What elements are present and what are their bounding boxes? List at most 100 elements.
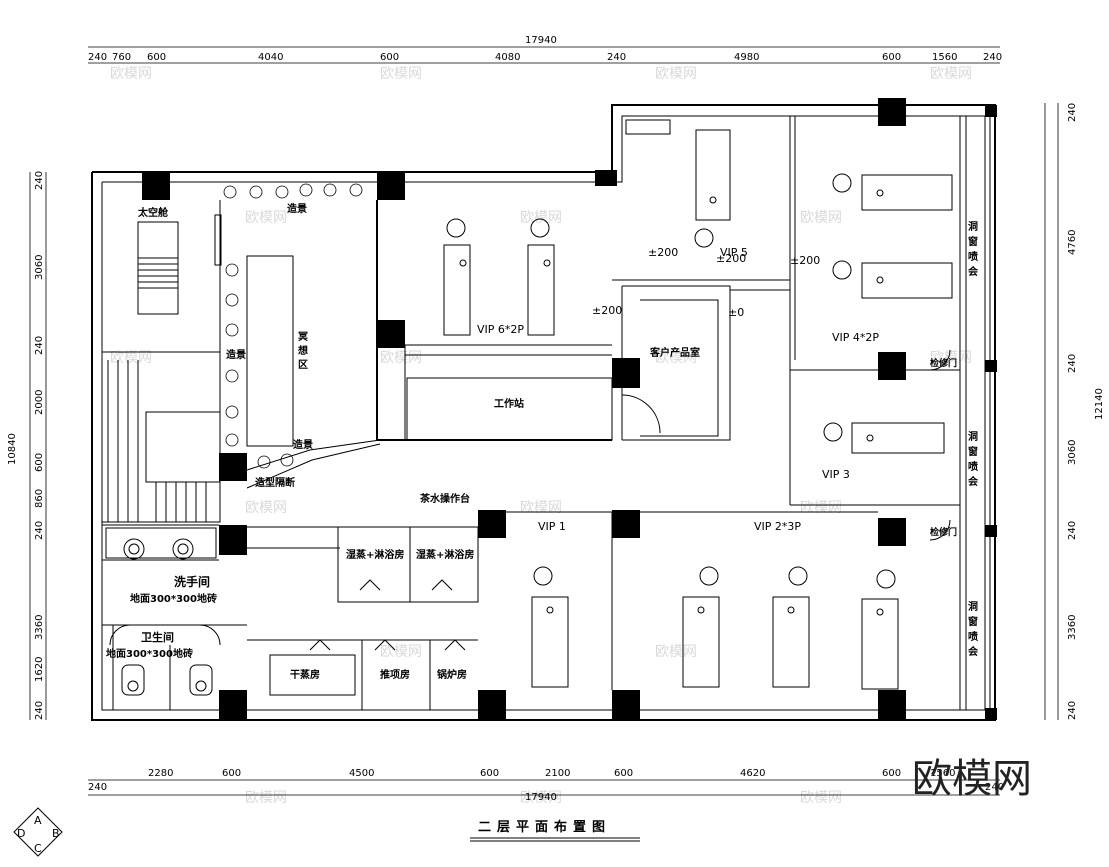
label-landscape: 造景 <box>293 438 313 451</box>
column <box>478 510 506 538</box>
label-vip2: VIP 2*3P <box>754 520 801 533</box>
dim-top: 4980 <box>734 52 759 63</box>
dim-bottom: 600 <box>614 768 633 779</box>
label-vip4: VIP 4*2P <box>832 331 879 344</box>
label-washroom-floor: 地面300*300地砖 <box>130 592 217 605</box>
label-washroom: 洗手间 <box>174 574 210 589</box>
watermark-text: 欧模网 <box>800 790 842 806</box>
watermark-text: 欧模网 <box>930 66 972 82</box>
dim-bottom: 240 <box>985 782 1004 793</box>
massage-bed <box>443 244 471 336</box>
column <box>595 170 617 186</box>
watermark-text: 欧模网 <box>800 210 842 226</box>
watermark-text: 欧模网 <box>930 350 972 366</box>
massage-bed <box>531 596 569 688</box>
label-window-spray: 洞窗喷会 <box>968 600 978 658</box>
compass-label-bottom: C <box>34 842 42 855</box>
dim-left: 240 <box>34 701 45 720</box>
dim-top: 760 <box>112 52 131 63</box>
watermark-text: 欧模网 <box>245 210 287 226</box>
column <box>878 352 906 380</box>
bottom-dimensions: 240 2280 600 4500 600 2100 600 4620 600 … <box>88 768 1004 803</box>
right-dimensions: 12140 240 4760 240 3060 240 3360 240 <box>1044 103 1105 720</box>
compass-icon: A D B C <box>13 807 63 857</box>
label-access-door: 检修门 <box>930 526 957 538</box>
watermark-text: 欧模网 <box>110 66 152 82</box>
watermark-text: 欧模网 <box>380 66 422 82</box>
label-tea-bar: 茶水操作台 <box>419 492 470 505</box>
label-partition: 造型隔断 <box>255 476 295 489</box>
dim-top: 240 <box>983 52 1002 63</box>
column <box>985 708 997 720</box>
dim-left: 240 <box>34 171 45 190</box>
label-sauna: 湿蒸+淋浴房 <box>416 548 474 561</box>
massage-bed <box>861 598 899 690</box>
dim-bottom: 4500 <box>349 768 374 779</box>
column <box>878 690 906 720</box>
drawing-title: 二层平面布置图 <box>470 819 640 842</box>
label-workstation: 工作站 <box>494 397 524 410</box>
level-mark: ±200 <box>592 304 622 317</box>
dim-left: 240 <box>34 336 45 355</box>
watermark-text: 欧模网 <box>655 66 697 82</box>
room-labels: 太空舱 造景 造景 造景 造型隔断 冥想区 VIP 6*2P VIP 5 VIP… <box>106 202 957 681</box>
dim-top: 240 <box>88 52 107 63</box>
label-vip5: VIP 5 <box>720 246 748 259</box>
structural-columns <box>142 98 997 720</box>
label-lounge-chair: 太空舱 <box>137 206 169 219</box>
dim-bottom: 1560 <box>930 768 955 779</box>
label-vip6: VIP 6*2P <box>477 323 524 336</box>
furniture <box>121 129 953 696</box>
dim-bottom: 600 <box>222 768 241 779</box>
dim-right: 240 <box>1067 521 1078 540</box>
dim-bottom: 600 <box>882 768 901 779</box>
dim-bottom: 2100 <box>545 768 570 779</box>
column <box>985 360 997 372</box>
dim-right: 3060 <box>1067 440 1078 465</box>
watermark-text: 欧模网 <box>245 790 287 806</box>
level-mark: ±0 <box>728 306 744 319</box>
dim-left: 240 <box>34 521 45 540</box>
massage-bed <box>682 596 720 688</box>
dim-top: 1560 <box>932 52 957 63</box>
drawing-title-text: 二层平面布置图 <box>478 819 611 835</box>
watermark-text: 欧模网 <box>520 790 562 806</box>
column <box>612 690 640 720</box>
column <box>219 525 247 555</box>
sink <box>172 538 194 560</box>
label-meditation: 冥想区 <box>297 331 308 371</box>
label-landscape: 造景 <box>287 202 307 215</box>
level-marks: ±200 ±200 ±200 ±200 ±0 <box>592 246 820 319</box>
massage-bed <box>861 174 953 211</box>
watermark-text: 欧模网 <box>655 644 697 660</box>
label-landscape: 造景 <box>226 348 246 361</box>
dim-top: 4080 <box>495 52 520 63</box>
massage-bed <box>861 262 953 299</box>
interior-walls <box>101 116 967 710</box>
dim-bottom: 4620 <box>740 768 765 779</box>
column <box>612 358 640 388</box>
level-mark: ±200 <box>790 254 820 267</box>
dim-left: 1620 <box>34 657 45 682</box>
sink <box>123 538 145 560</box>
compass-label-left: D <box>17 827 25 840</box>
toilet-fixture <box>121 664 145 696</box>
column <box>878 98 906 126</box>
watermark-text: 欧模网 <box>800 500 842 516</box>
massage-bed <box>851 422 945 454</box>
dim-total-right: 12140 <box>1094 388 1105 420</box>
dim-total-left: 10840 <box>7 433 18 465</box>
dim-bottom: 600 <box>480 768 499 779</box>
dim-bottom: 2280 <box>148 768 173 779</box>
level-mark: ±200 <box>648 246 678 259</box>
watermark-text: 欧模网 <box>520 500 562 516</box>
column <box>142 172 170 200</box>
massage-bed <box>527 244 555 336</box>
landscape-plants <box>223 183 363 469</box>
vertical-labels: 洞窗喷会 洞窗喷会 洞窗喷会 <box>968 220 978 658</box>
column <box>985 105 997 117</box>
compass-label-top: A <box>34 814 42 827</box>
top-dimensions: 17940 240 760 600 4040 600 4080 240 4980… <box>88 35 1002 64</box>
